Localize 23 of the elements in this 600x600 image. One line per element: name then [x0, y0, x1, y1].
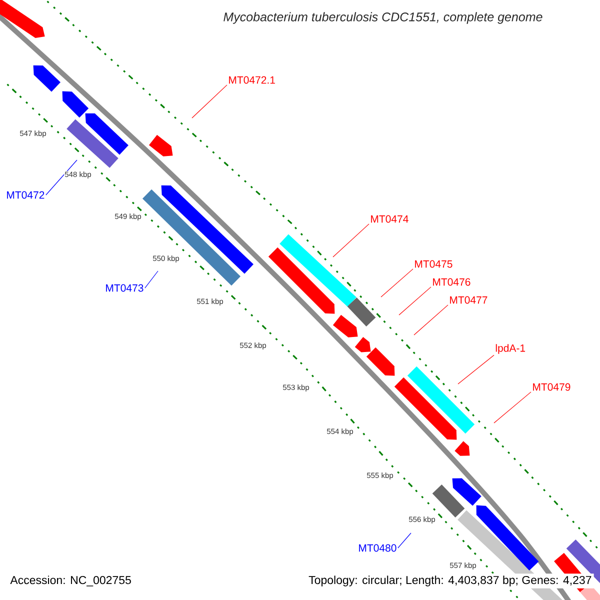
leader-line [398, 286, 432, 316]
gene-label: MT0473 [106, 284, 144, 292]
leader-line [332, 224, 370, 258]
leader-line [46, 160, 78, 196]
gene-label: MT0472 [7, 191, 44, 199]
gene-label: lpdA-1 [496, 344, 526, 354]
accession-label: Accession: NC_002755 [10, 576, 131, 586]
leader-line [458, 354, 494, 384]
gene-label: MT0477 [450, 296, 488, 304]
genome-info-label: Topology: circular; Length: 4,403,837 bp; Genes: 4,237 [306, 574, 594, 588]
leader-line [398, 532, 412, 548]
leader-line [414, 304, 448, 336]
gene-label: MT0479 [533, 383, 570, 391]
leader-line [380, 268, 414, 298]
gene-label: MT0472.1 [229, 76, 275, 84]
title: Mycobacterium tuberculosis CDC1551, complete genome [224, 12, 542, 24]
gene-label: MT0475 [415, 260, 452, 268]
gene-label: MT0480 [359, 544, 396, 552]
gene-label: MT0474 [371, 215, 408, 223]
leader-line [494, 392, 532, 424]
leader-line [192, 84, 228, 118]
gene-label: MT0476 [433, 278, 470, 286]
leader-line [144, 270, 158, 288]
